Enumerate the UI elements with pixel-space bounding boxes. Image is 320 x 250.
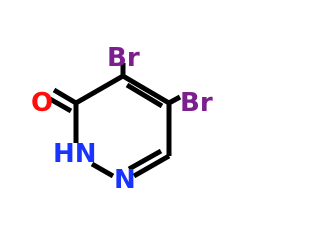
bond-c6-n-outer	[132, 153, 171, 179]
bromine-top-label: Br	[107, 43, 140, 73]
oxygen-label: O	[31, 88, 53, 118]
bond-c3-o-outer	[52, 87, 78, 106]
bond-n-nh	[90, 161, 115, 179]
structure-canvas: Br Br O HN N	[31, 43, 213, 195]
bond-c3-o-inner	[48, 96, 73, 114]
nh-label: HN	[53, 139, 97, 169]
bond-c4-c5-inner	[125, 82, 164, 109]
bond-c4-c5-outer	[121, 73, 171, 106]
bond-c6-n-inner	[127, 148, 163, 172]
bond-c3-c4	[74, 73, 125, 106]
bond-c5-br	[167, 94, 182, 106]
bromine-right-label: Br	[180, 88, 213, 118]
molecule-diagram: Br Br O HN N	[31, 43, 213, 195]
nitrogen-label: N	[114, 165, 136, 195]
